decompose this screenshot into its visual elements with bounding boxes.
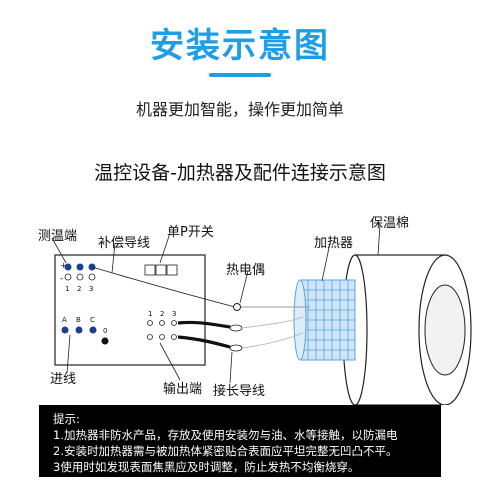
compensation-wire-line: [91, 266, 236, 308]
terminal-number-1: 1: [65, 285, 69, 293]
output-terminal-4: [147, 334, 153, 340]
output-number-3: 3: [172, 310, 176, 318]
output-number-1: 1: [148, 310, 152, 318]
output-terminal-5: [159, 334, 165, 340]
sensor-terminal-2: [76, 263, 84, 271]
sensor-terminal-1: [64, 263, 72, 271]
page-title: 安装示意图: [150, 26, 330, 66]
neutral-label: 0: [103, 327, 107, 335]
leader-lines: [51, 224, 381, 384]
input-terminal-a: [61, 326, 69, 334]
label-output-terminal: 输出端: [163, 382, 203, 397]
phase-label-b: B: [76, 316, 81, 324]
switch-slot-1: [144, 264, 156, 276]
minus-sign: -: [60, 274, 63, 284]
sensor-terminal-5: [76, 273, 84, 281]
controller-box: + - 1 2 3 A B C 0 1 2 3: [54, 254, 206, 366]
label-input-line: 进线: [50, 372, 77, 387]
terminal-number-3: 3: [89, 285, 93, 293]
label-heater: 加热器: [314, 236, 354, 251]
tips-box: 提示: 1.加热器非防水产品，存放及使用安装勿与油、水等接触，以防漏电 2.安装…: [39, 405, 441, 477]
sensor-terminal-6: [88, 273, 96, 281]
tip-item-1: 1.加热器非防水产品，存放及使用安装勿与油、水等接触，以防漏电: [53, 428, 398, 442]
thermocouple-joint: [233, 303, 241, 311]
phase-label-a: A: [62, 316, 67, 324]
input-terminal-c: [89, 326, 97, 334]
switch-slot-3: [166, 264, 178, 276]
label-sensor-terminal: 测温端: [38, 229, 78, 244]
connection-diagram: + - 1 2 3 A B C 0 1 2 3: [51, 224, 472, 405]
tip-item-3: 3使用时如发现表面焦黑应及时调整，防止发热不均衡烧穿。: [53, 460, 360, 474]
tips-heading: 提示:: [53, 412, 80, 426]
label-insulation-cotton: 保温棉: [370, 216, 410, 231]
page-subtitle: 机器更加智能，操作更加简单: [135, 100, 344, 119]
input-terminal-b: [75, 326, 83, 334]
plus-sign: +: [60, 261, 67, 270]
extension-wires: [177, 316, 304, 352]
switch-slot-2: [155, 264, 167, 276]
output-terminal-2: [159, 320, 165, 326]
output-number-2: 2: [160, 310, 164, 318]
title-underline: [209, 73, 271, 77]
output-terminal-6: [171, 334, 177, 340]
output-terminal-3: [171, 320, 177, 326]
label-extension-wire: 接长导线: [213, 384, 266, 399]
insulation-cotton: [342, 254, 472, 405]
phase-label-c: C: [90, 316, 95, 324]
label-thermocouple: 热电偶: [226, 263, 266, 278]
sensor-terminal-4: [64, 273, 72, 281]
output-terminal-1: [147, 320, 153, 326]
diagram-title: 温控设备-加热器及配件连接示意图: [94, 162, 386, 184]
tip-item-2: 2.安装时加热器需与被加热体紧密贴合表面应平坦完整无凹凸不平。: [53, 444, 398, 458]
label-single-p-switch: 单P开关: [167, 225, 214, 240]
input-terminal-neutral: [101, 337, 109, 345]
heater-mesh: [293, 279, 356, 361]
terminal-number-2: 2: [77, 285, 81, 293]
label-compensation-wire: 补偿导线: [98, 236, 151, 251]
